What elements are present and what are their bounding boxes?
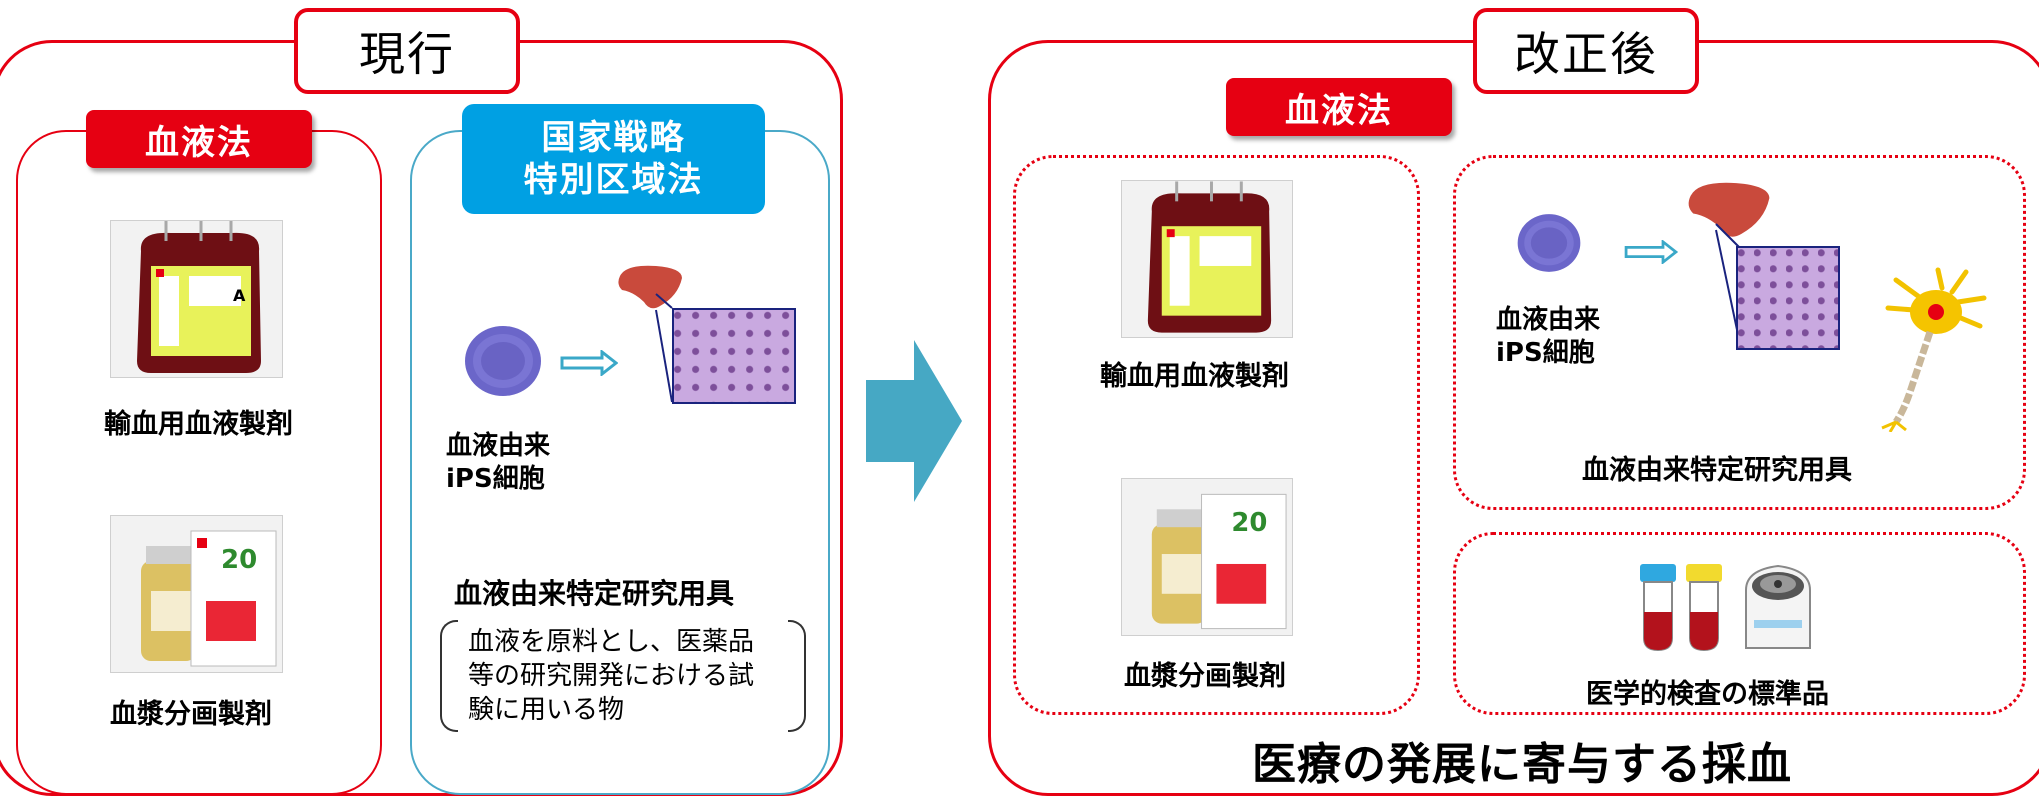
transition-arrow-icon (866, 340, 962, 502)
current-product2-label: 血漿分画製剤 (110, 699, 272, 730)
svg-text:20: 20 (221, 545, 257, 575)
current-blood-law-label: 血液法 (86, 110, 312, 168)
revised-blood-derived-label: 血液由来 iPS細胞 (1496, 305, 1601, 368)
revised-liver-icon (1688, 182, 1770, 237)
bottom-message: 医療の発展に寄与する採血 (1252, 739, 1792, 790)
revised-product2-label: 血漿分画製剤 (1124, 661, 1286, 692)
arrow-right-icon (560, 350, 618, 376)
ips-cell-icon (465, 326, 541, 396)
revised-blood-law-label: 血液法 (1226, 78, 1452, 136)
revised-arrow-right-icon (1624, 240, 1678, 264)
tissue-zoom-lines (655, 293, 673, 403)
research-tool-description: 血液を原料とし、医薬品 等の研究開発における試 験に用いる物 (440, 620, 806, 732)
revised-plasma-product-photo: 20 (1121, 478, 1293, 636)
revised-research-tool-label: 血液由来特定研究用具 (1582, 455, 1852, 486)
special-zone-label-line1: 国家戦略 (541, 117, 686, 158)
tissue-image (672, 308, 796, 404)
blood-bag-photo: A (110, 220, 283, 378)
plasma-product-photo: 20 (110, 515, 283, 673)
centrifuge-icon (1745, 564, 1811, 649)
svg-text:A: A (233, 286, 246, 305)
liver-icon (618, 265, 682, 309)
special-zone-label: 国家戦略 特別区域法 (462, 104, 765, 214)
current-product1-label: 輸血用血液製剤 (104, 409, 293, 440)
revised-blood-bag-photo (1121, 180, 1293, 338)
revised-title: 改正後 (1473, 8, 1699, 94)
bracket-left (440, 620, 458, 732)
test-tubes-icon (1640, 564, 1722, 652)
revised-lab-standard-box (1453, 532, 2026, 715)
special-zone-box (410, 130, 830, 795)
lab-standard-label: 医学的検査の標準品 (1586, 679, 1829, 710)
bracket-right (788, 620, 806, 732)
current-title: 現行 (294, 8, 520, 94)
current-research-tool-label: 血液由来特定研究用具 (454, 577, 735, 610)
current-blood-derived-label: 血液由来 iPS細胞 (446, 431, 551, 494)
research-tool-description-text: 血液を原料とし、医薬品 等の研究開発における試 験に用いる物 (468, 627, 755, 725)
neuron-icon (1881, 267, 1987, 432)
svg-text:20: 20 (1231, 508, 1267, 538)
revised-tissue-image (1736, 246, 1840, 350)
special-zone-label-line2: 特別区域法 (523, 160, 704, 200)
revised-product1-label: 輸血用血液製剤 (1100, 361, 1289, 392)
revised-ips-cell-icon (1517, 214, 1581, 272)
